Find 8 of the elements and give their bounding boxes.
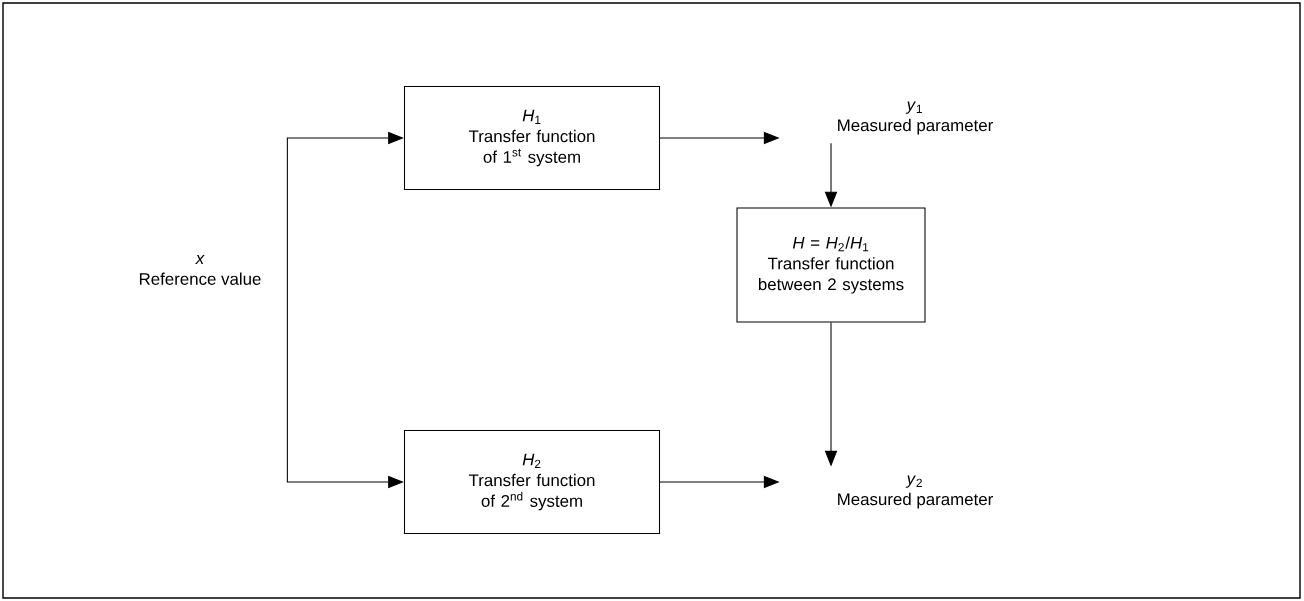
signal-label: y$_{2}$ Measured parameter — [838, 475, 993, 509]
signal-label: y$_{1}$ Measured parameter — [838, 101, 993, 135]
transfer-function-box: H$_{2}$ Transfer function of 2$^{nd}$ system — [403, 429, 661, 534]
arrow — [286, 269, 404, 489]
arrow — [286, 131, 404, 271]
transfer-function-box: H = H$_{2}$/H$_{1}$ Transfer function between 2 systems — [736, 207, 926, 323]
signal-label: x Reference value — [139, 255, 261, 285]
transfer-function-box: H$_{1}$ Transfer function of 1$^{st}$ system — [403, 85, 661, 190]
